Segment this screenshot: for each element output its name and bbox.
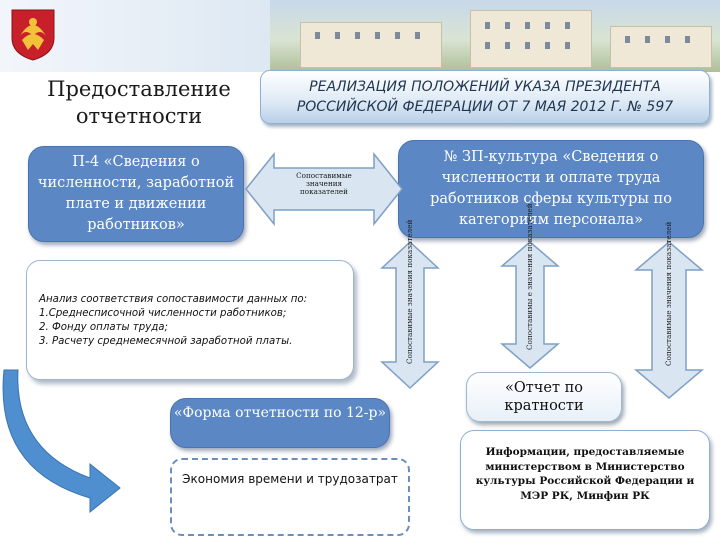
form-p4-box: П-4 «Сведения о численности, заработной … — [28, 146, 244, 242]
vertical-double-arrow-middle — [499, 241, 561, 369]
banner-line-2: РОССИЙСКОЙ ФЕДЕРАЦИИ ОТ 7 МАЯ 2012 Г. № … — [296, 99, 674, 115]
report-box: «Отчет по кратности — [466, 372, 622, 422]
vertical-double-arrow-left — [380, 240, 440, 390]
coat-of-arms-icon — [11, 9, 55, 61]
form-12r-box: «Форма отчетности по 12-р» — [170, 398, 390, 448]
vertical-arrow-right-label: Сопоставимые значения показателей — [664, 221, 673, 366]
vertical-arrow-middle-label: Сопоставимы е значения показателей — [525, 203, 534, 350]
curved-arrow — [2, 369, 121, 514]
analysis-item: 2. Фонду оплаты труда; — [39, 322, 168, 333]
economy-box: Экономия времени и трудозатрат — [170, 458, 410, 536]
horizontal-double-arrow — [245, 151, 403, 227]
page-title: Предоставление отчетности — [47, 77, 231, 128]
vertical-double-arrow-right — [633, 241, 705, 399]
vertical-arrow-left-label: Сопоставимые значения показателей — [405, 219, 414, 364]
horizontal-arrow-label: Сопоставимые значения показателей — [296, 171, 352, 196]
analysis-item: 1.Среднесписочной численности работников… — [39, 308, 287, 319]
banner-line-1: РЕАЛИЗАЦИЯ ПОЛОЖЕНИЙ УКАЗА ПРЕЗИДЕНТА — [309, 79, 661, 95]
analysis-box: Анализ соответствия сопоставимости данны… — [26, 260, 354, 380]
analysis-intro: Анализ соответствия сопоставимости данны… — [39, 294, 308, 305]
info-box: Информации, предоставляемые министерство… — [460, 430, 710, 530]
form-zp-culture-box: № ЗП-культура «Сведения о численности и … — [398, 140, 704, 238]
header-photo — [270, 0, 720, 72]
analysis-item: 3. Расчету среднемесячной заработной пла… — [39, 336, 293, 347]
decree-banner: РЕАЛИЗАЦИЯ ПОЛОЖЕНИЙ УКАЗА ПРЕЗИДЕНТА РО… — [260, 70, 710, 124]
